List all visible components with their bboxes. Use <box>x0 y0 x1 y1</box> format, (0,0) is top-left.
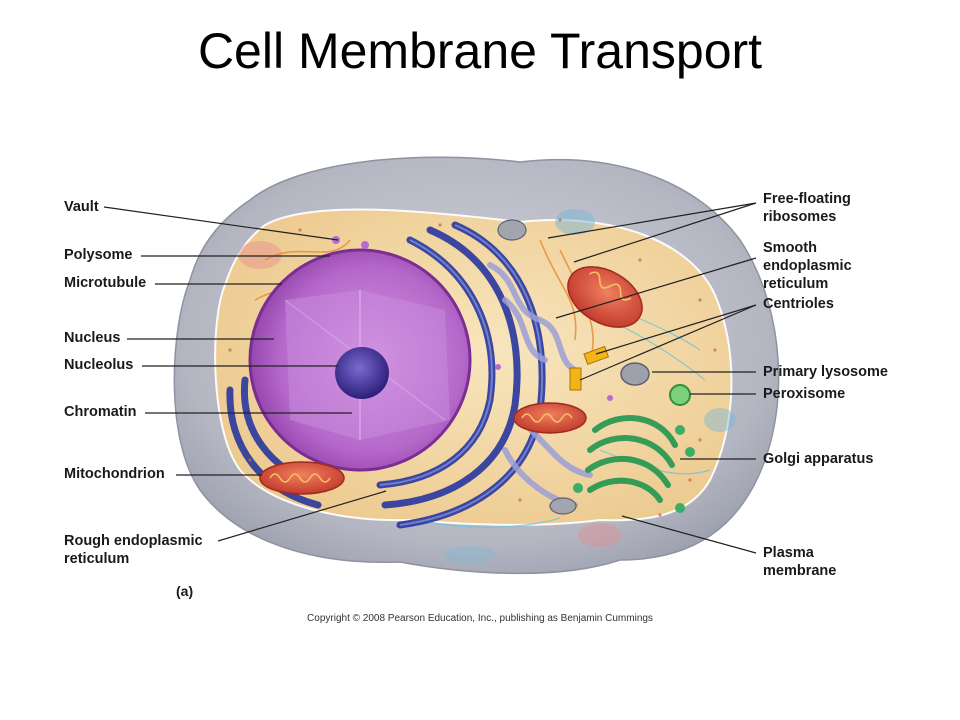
golgi-shape <box>585 415 678 503</box>
label-golgi: Golgi apparatus <box>763 451 874 467</box>
nucleolus-shape <box>335 347 389 399</box>
label-smooth-er-line3: reticulum <box>763 276 829 292</box>
label-peroxisome: Peroxisome <box>763 386 846 402</box>
label-mitochondrion: Mitochondrion <box>64 466 165 482</box>
lysosome-shape <box>620 362 650 386</box>
mitochondrion-shape <box>259 266 643 495</box>
label-vault: Vault <box>64 199 99 215</box>
label-nucleus: Nucleus <box>64 330 121 346</box>
label-smooth-er-line1: Smooth <box>763 240 817 256</box>
label-plasma-line2: membrane <box>763 563 837 579</box>
label-microtubule: Microtubule <box>64 275 147 291</box>
label-ribosomes-line1: Free-floating <box>763 191 851 207</box>
label-nucleolus: Nucleolus <box>64 357 134 373</box>
peroxisome-shape <box>669 384 691 406</box>
slide-title: Cell Membrane Transport <box>197 23 763 79</box>
copyright-notice: Copyright © 2008 Pearson Education, Inc.… <box>307 613 653 624</box>
label-polysome: Polysome <box>64 247 133 263</box>
label-centrioles: Centrioles <box>763 296 834 312</box>
label-smooth-er-line2: endoplasmic <box>763 258 852 274</box>
label-primary-lysosome: Primary lysosome <box>763 364 888 380</box>
label-rough-er-line2: reticulum <box>64 551 130 567</box>
label-rough-er-line1: Rough endoplasmic <box>64 533 203 549</box>
panel-tag: (a) <box>176 583 194 599</box>
label-chromatin: Chromatin <box>64 404 137 420</box>
label-plasma-line1: Plasma <box>763 545 814 561</box>
leader-lines <box>103 206 387 542</box>
label-ribosomes-line2: ribosomes <box>763 209 837 225</box>
